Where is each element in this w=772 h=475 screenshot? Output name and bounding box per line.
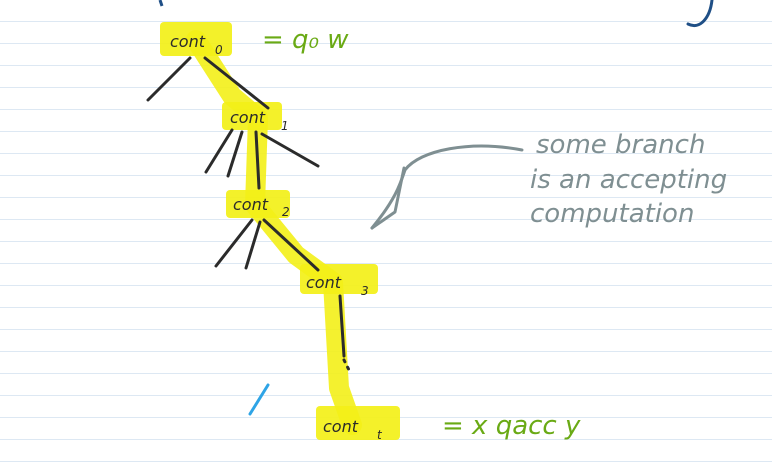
svg-text:computation: computation [530, 199, 694, 229]
computation-tree-branches [146, 56, 351, 372]
branch-annotation: some branch is an accepting computation [530, 130, 727, 229]
accept-config-equation: = x qacc y [442, 411, 581, 441]
partial-letter-stroke [686, 0, 714, 27]
svg-text:some branch: some branch [536, 130, 705, 160]
config-node-1: cont 1 [230, 108, 289, 133]
svg-text:cont: cont [323, 417, 359, 436]
start-config-equation: = q₀ w [262, 25, 349, 55]
svg-text:cont: cont [230, 108, 266, 127]
svg-text:0: 0 [215, 43, 223, 57]
svg-text:2: 2 [282, 205, 290, 219]
annotation-arrow [370, 144, 524, 230]
svg-text:cont: cont [233, 195, 269, 214]
config-node-0: cont 0 [170, 32, 223, 57]
config-node-2: cont 2 [233, 195, 290, 219]
svg-text:cont: cont [306, 273, 342, 292]
config-node-t: cont t [323, 417, 383, 442]
check-mark-icon [248, 383, 270, 416]
svg-text:t: t [377, 428, 383, 442]
svg-text:cont: cont [170, 32, 206, 51]
config-highlight-boxes [160, 22, 400, 440]
annotation-arrowhead [370, 166, 406, 230]
accepting-branch-highlight [186, 30, 362, 435]
svg-text:1: 1 [281, 119, 289, 133]
config-node-3: cont 3 [306, 273, 369, 298]
partial-top-stroke [158, 0, 164, 7]
svg-text:3: 3 [361, 284, 369, 298]
svg-text:is an accepting: is an accepting [530, 165, 727, 195]
